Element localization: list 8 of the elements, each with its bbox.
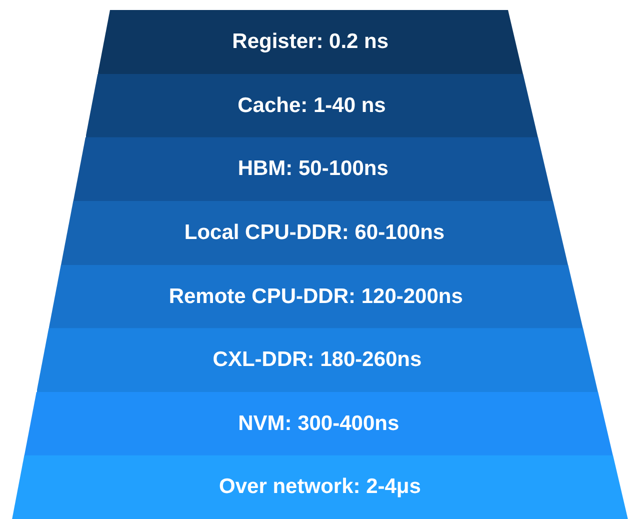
latency-label: Register: 0.2 ns: [232, 30, 389, 54]
latency-label: Over network: 2-4μs: [219, 475, 421, 500]
latency-label: CXL-DDR: 180-260ns: [212, 348, 422, 372]
latency-label: Local CPU-DDR: 60-100ns: [184, 220, 445, 245]
latency-label: NVM: 300-400ns: [238, 412, 400, 436]
latency-label: Remote CPU-DDR: 120-200ns: [168, 284, 463, 309]
latency-label: HBM: 50-100ns: [238, 157, 388, 182]
latency-label: Cache: 1-40 ns: [238, 94, 386, 118]
